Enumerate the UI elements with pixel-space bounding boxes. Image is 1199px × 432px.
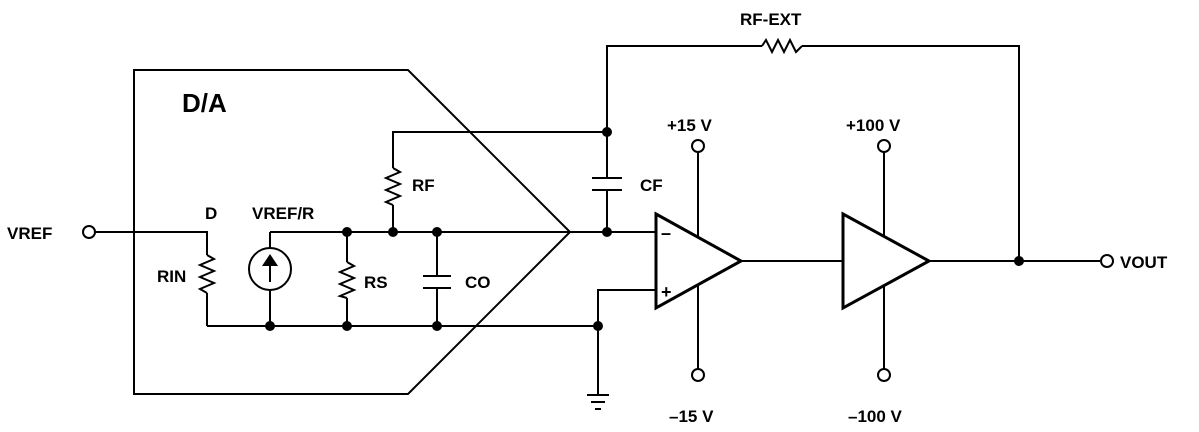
cf-capacitor <box>592 177 622 191</box>
rin-resistor <box>197 254 217 294</box>
vref-r-label: VREF/R <box>252 204 314 223</box>
vout-terminal <box>1100 254 1114 268</box>
co-label: CO <box>465 273 491 292</box>
current-source-symbol <box>248 247 292 291</box>
op-neg-supply-terminal <box>691 368 705 382</box>
wire-vref-in <box>95 231 208 255</box>
d-label: D <box>205 204 217 223</box>
rf-ext-resistor <box>761 37 803 55</box>
op-neg-supply-label: –15 V <box>669 407 714 426</box>
vout-label: VOUT <box>1120 253 1168 272</box>
ground-icon <box>587 394 609 410</box>
rf-ext-label: RF-EXT <box>740 10 802 29</box>
opamp-inv-symbol: – <box>661 223 671 243</box>
junction-dots <box>265 127 1024 331</box>
da-block-title: D/A <box>182 88 227 118</box>
rf-resistor <box>383 167 403 206</box>
op-pos-supply-terminal <box>691 139 705 153</box>
amp-neg-supply-label: –100 V <box>848 407 903 426</box>
amp-pos-supply-terminal <box>877 139 891 153</box>
amp-pos-supply-label: +100 V <box>846 116 901 135</box>
amp-neg-supply-terminal <box>877 368 891 382</box>
rs-label: RS <box>364 273 388 292</box>
hv-amp-triangle <box>841 211 933 311</box>
co-capacitor <box>423 275 451 289</box>
rs-resistor <box>337 261 357 299</box>
opamp-noninv-symbol: + <box>661 282 672 302</box>
vref-label: VREF <box>7 224 52 243</box>
wire-rf-ext <box>606 45 1020 261</box>
current-source-arrowhead <box>262 254 278 266</box>
vref-terminal <box>82 225 96 239</box>
da-block-outline <box>133 69 572 395</box>
rin-label: RIN <box>157 267 186 286</box>
opamp-triangle <box>654 211 745 311</box>
cf-label: CF <box>640 176 663 195</box>
op-pos-supply-label: +15 V <box>667 116 713 135</box>
rf-label: RF <box>412 176 435 195</box>
wire-noninv-input <box>597 289 656 395</box>
